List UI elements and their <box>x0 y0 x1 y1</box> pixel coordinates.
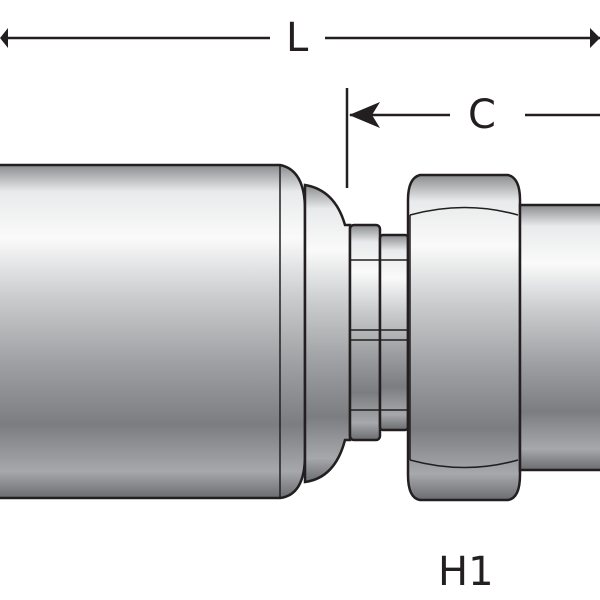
hex-nut <box>406 173 522 502</box>
tube <box>518 203 600 472</box>
arrow-right-icon <box>590 28 600 48</box>
arrow-c-icon <box>349 102 380 128</box>
ferrule <box>0 163 410 500</box>
dimension-c <box>345 88 600 188</box>
dimension-l <box>0 28 600 48</box>
label-h1: H1 <box>432 552 500 592</box>
arrow-left-icon <box>0 28 8 48</box>
label-c: C <box>462 95 502 135</box>
label-l: L <box>280 18 315 58</box>
